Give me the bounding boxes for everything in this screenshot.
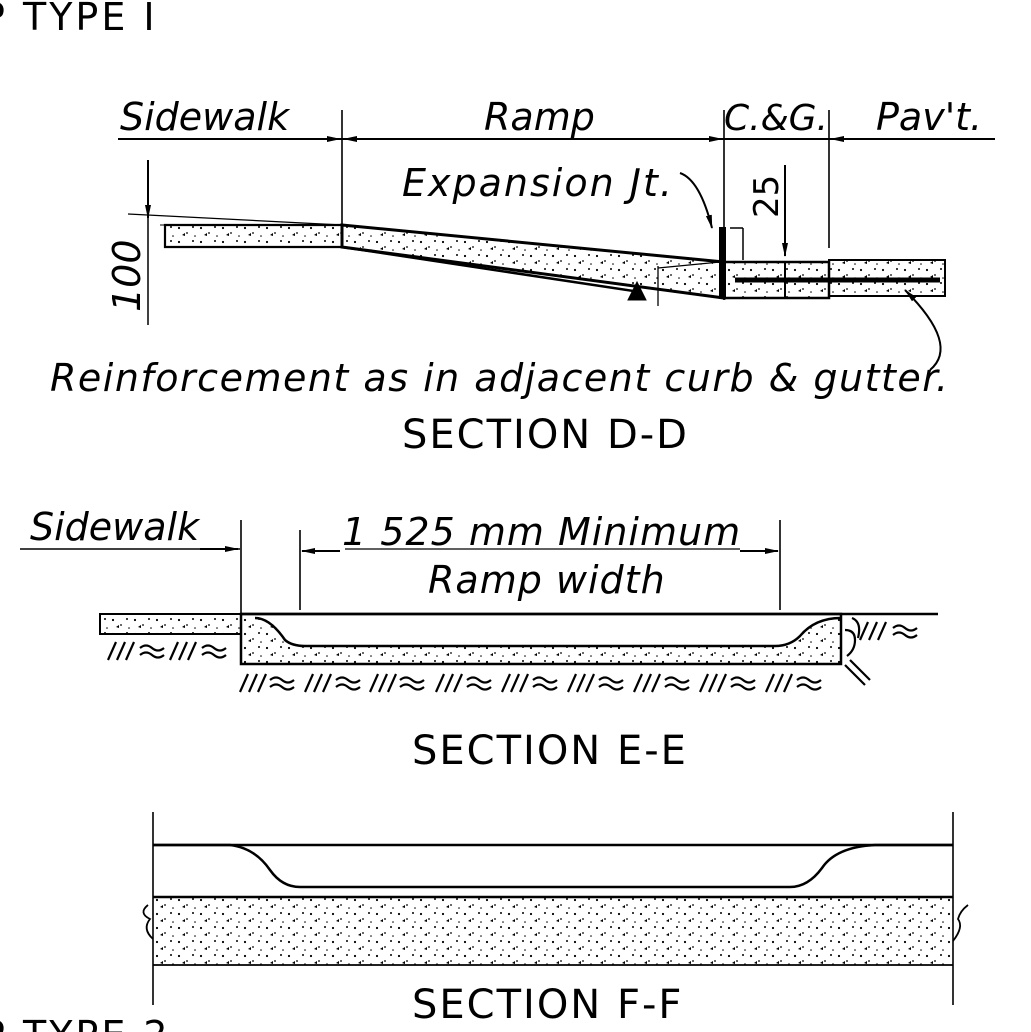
ff-base-slab <box>153 897 953 965</box>
dd-label-curb-gutter: C.&G. <box>724 98 828 139</box>
dd-label-25: 25 <box>747 175 787 218</box>
sidewalk-slab <box>163 223 344 249</box>
next-type-title: P TYPE 2 <box>0 1013 171 1032</box>
ff-section-title: SECTION F-F <box>412 982 683 1028</box>
section-ee-labels: Sidewalk 1 525 mm Minimum Ramp width SEC… <box>30 505 741 774</box>
section-ff <box>142 812 969 1005</box>
ramp-slab <box>340 223 726 300</box>
ff-ramp-profile <box>153 843 953 889</box>
dd-reinforcement-note: Reinforcement as in adjacent curb & gutt… <box>50 356 949 400</box>
dd-label-ramp: Ramp <box>484 95 595 139</box>
dd-section-title: SECTION D-D <box>402 412 689 458</box>
ee-soil-hatch <box>106 616 918 693</box>
dd-label-100: 100 <box>105 239 149 312</box>
page-title: P TYPE I <box>0 0 158 39</box>
ee-label-sidewalk: Sidewalk <box>30 505 201 549</box>
dd-label-expansion-joint: Expansion Jt. <box>402 161 674 205</box>
section-ff-labels: SECTION F-F <box>412 982 683 1028</box>
section-ee <box>20 520 938 693</box>
dd-label-sidewalk: Sidewalk <box>120 95 291 139</box>
ee-label-ramp-width: Ramp width <box>428 558 666 602</box>
section-dd-labels: Sidewalk Ramp C.&G. Pav't. Expansion Jt.… <box>50 95 982 458</box>
ee-section-title: SECTION E-E <box>412 728 688 774</box>
dd-label-pavement: Pav't. <box>876 95 982 139</box>
ee-label-min-width: 1 525 mm Minimum <box>342 510 741 554</box>
section-dd <box>118 110 995 371</box>
